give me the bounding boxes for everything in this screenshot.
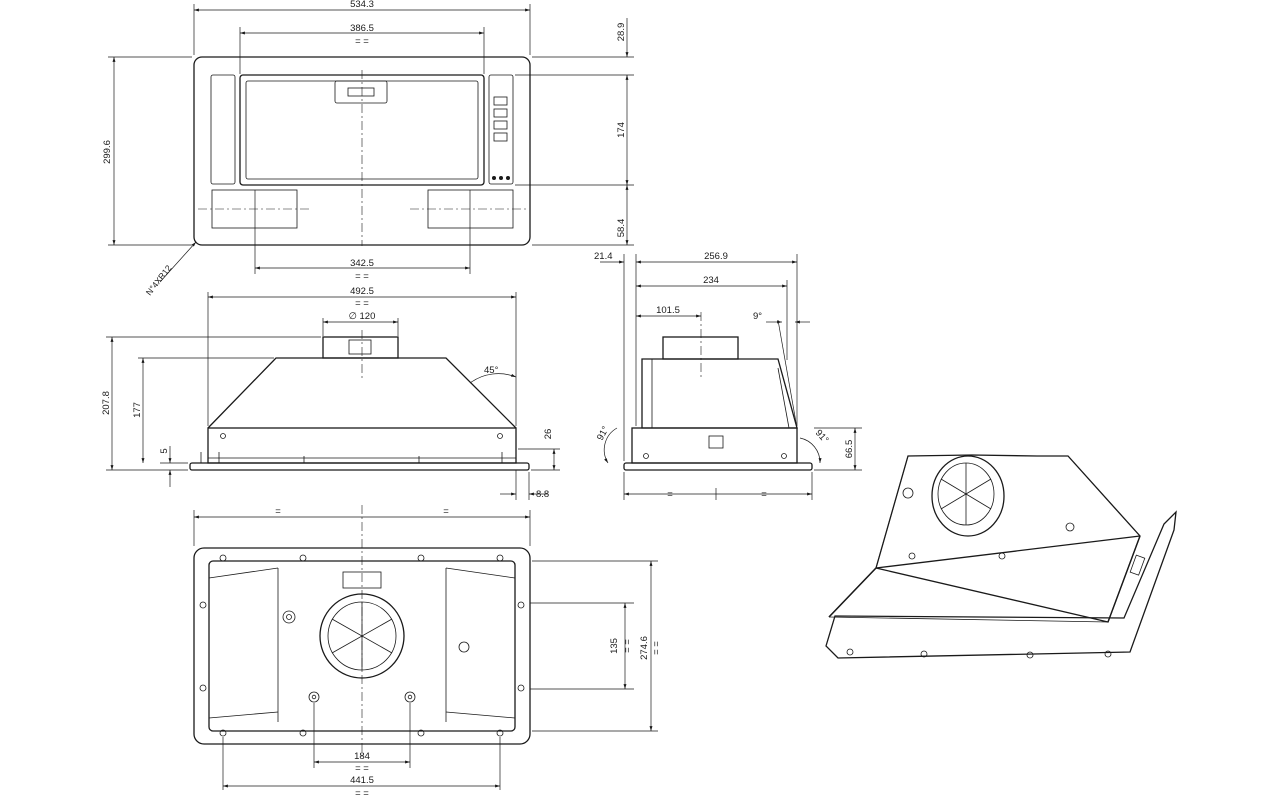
- dim-lower-height: 66.5: [844, 440, 855, 459]
- dim-body-height: 177: [132, 402, 143, 418]
- dim-front-width: 534.3: [350, 0, 374, 10]
- dim-filter-height: 174: [616, 122, 627, 138]
- dim-bottom-top-right-equal: =: [443, 506, 449, 517]
- dim-slope-angle: 45°: [484, 365, 499, 376]
- dim-outer-depth: 274.6: [639, 636, 650, 660]
- end-outlet: [662, 336, 739, 360]
- dim-flange: 5: [159, 448, 170, 453]
- control-button-3: [493, 120, 508, 130]
- dim-front-height: 299.6: [102, 140, 113, 164]
- dim-screw-span-equal: = =: [355, 763, 369, 774]
- dim-body-depth: 234: [703, 275, 719, 286]
- dim-right-angle: 91°: [813, 428, 831, 446]
- end-view: 21.4 256.9 234 101.5 9° 91° 91° 66.5 = =: [594, 251, 862, 500]
- filter-handle: [334, 80, 388, 104]
- dim-bottom-top-left-equal: =: [275, 506, 281, 517]
- dim-top-offset: 28.9: [616, 23, 627, 42]
- dim-side-width-equal: = =: [355, 298, 369, 309]
- indicator-1: [492, 176, 496, 180]
- dim-overall-depth: 256.9: [704, 251, 728, 262]
- dim-outer-depth-equal: = =: [651, 641, 662, 655]
- dim-filter-width-equal: = =: [355, 36, 369, 47]
- indicator-3: [506, 176, 510, 180]
- outlet-damper: [348, 339, 372, 355]
- dim-bottom-span: 342.5: [350, 258, 374, 269]
- corner-note: N°4XR12: [144, 263, 174, 297]
- dim-bottom-span-equal: = =: [355, 271, 369, 282]
- control-button-2: [493, 108, 508, 118]
- dim-end-bottom-right-equal: =: [761, 489, 767, 500]
- dim-inner-depth-equal: = =: [622, 639, 633, 653]
- dim-outlet-offset: 101.5: [656, 305, 680, 316]
- dim-end-offset: 21.4: [594, 251, 613, 262]
- dim-overhang: 8.8: [536, 489, 549, 500]
- indicator-2: [499, 176, 503, 180]
- bottom-connector: [342, 571, 382, 589]
- dim-screw-span: 184: [354, 751, 370, 762]
- dim-total-height: 207.8: [101, 391, 112, 415]
- end-flange: [623, 462, 813, 471]
- filter-handle-grip: [347, 87, 375, 97]
- bottom-view: = = 135 = = 274.6 = = 184 = = 441.5 = =: [193, 505, 662, 799]
- control-button-1: [493, 96, 508, 106]
- iso-fan-outer: [931, 455, 1005, 537]
- dim-inner-depth: 135: [609, 638, 620, 654]
- iso-body: [828, 454, 1141, 623]
- front-view: 534.3 386.5 = = 28.9 174 58.4 299.6 342.…: [102, 0, 634, 297]
- dim-side-width: 492.5: [350, 286, 374, 297]
- end-base: [631, 427, 798, 464]
- control-button-4: [493, 132, 508, 142]
- iso-flange: [825, 510, 1177, 659]
- left-side-panel: [210, 74, 236, 185]
- end-body: [641, 358, 798, 429]
- dim-overall-span: 441.5: [350, 775, 374, 786]
- body-slopes: [207, 357, 517, 429]
- dim-end-bottom-left-equal: =: [667, 489, 673, 500]
- dim-taper-angle: 9°: [753, 311, 762, 322]
- dim-outlet-diameter: ∅ 120: [349, 311, 376, 322]
- control-panel: [488, 74, 514, 185]
- isometric-view: [825, 454, 1177, 659]
- dim-flange-height: 26: [543, 429, 554, 440]
- flange: [189, 462, 530, 471]
- end-connector: [708, 435, 724, 449]
- dim-left-angle: 91°: [595, 424, 612, 442]
- dim-filter-width: 386.5: [350, 23, 374, 34]
- dim-bottom-offset: 58.4: [616, 219, 627, 238]
- side-view: 492.5 = = ∅ 120 45° 207.8 177 5 26 8.8: [101, 286, 560, 500]
- dim-overall-span-equal: = =: [355, 788, 369, 799]
